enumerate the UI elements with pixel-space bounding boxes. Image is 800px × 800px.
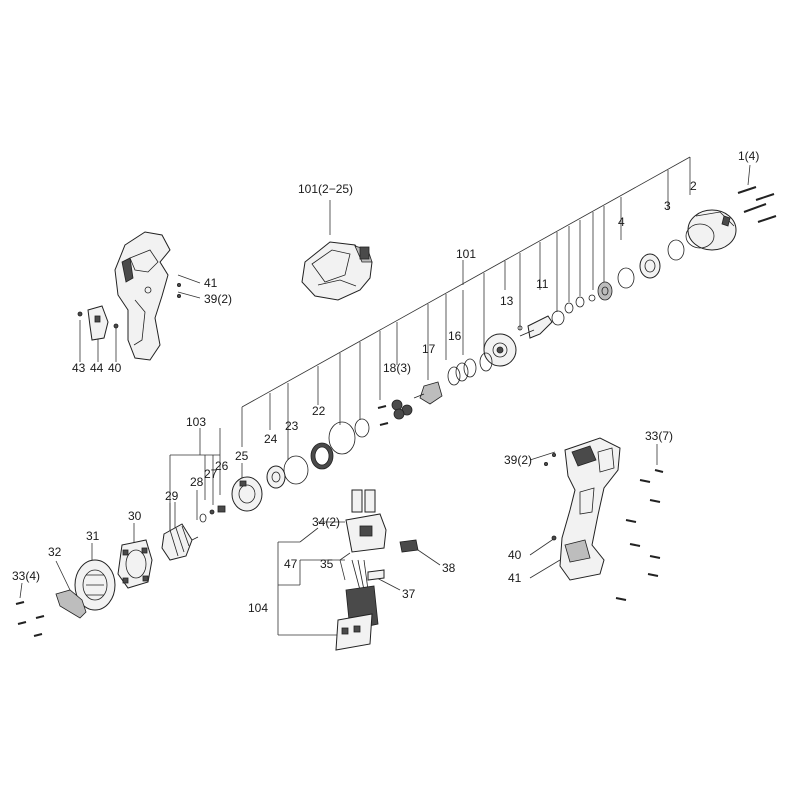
rotor-drawing <box>161 523 199 561</box>
label-40-top: 40 <box>108 361 122 375</box>
label-39-top: 39(2) <box>204 292 232 306</box>
label-41-top: 41 <box>204 276 218 290</box>
label-32: 32 <box>48 545 62 559</box>
label-11: 11 <box>536 277 549 291</box>
switch-lever-drawing <box>77 305 119 341</box>
label-1: 1(4) <box>738 149 759 163</box>
spindle-drawing <box>519 315 553 339</box>
label-39-bottom: 39(2) <box>504 453 532 467</box>
label-43: 43 <box>72 361 86 375</box>
cap-32-drawing <box>55 589 87 619</box>
label-2: 2 <box>690 179 697 193</box>
label-34: 34(2) <box>312 515 340 529</box>
label-37: 37 <box>402 587 416 601</box>
label-44: 44 <box>90 361 104 375</box>
switch-assembly-drawing <box>335 489 419 651</box>
label-30: 30 <box>128 509 142 523</box>
planet-gears-drawing <box>391 399 413 420</box>
label-33-left: 33(4) <box>12 569 40 583</box>
rear-cover-drawing <box>74 559 116 611</box>
label-101-assembly: 101(2−25) <box>298 182 353 196</box>
hammer-drawing <box>483 333 517 367</box>
label-25: 25 <box>235 449 249 463</box>
bushing-4-drawing <box>639 253 661 279</box>
gear-case-assembly-drawing <box>301 241 373 301</box>
label-26: 26 <box>215 459 229 473</box>
label-104: 104 <box>248 601 268 615</box>
ring-gear-drawing <box>310 442 334 470</box>
stator-drawing <box>117 539 153 589</box>
label-35: 35 <box>320 557 334 571</box>
label-38: 38 <box>442 561 456 575</box>
anvil-gear-drawing <box>597 281 613 301</box>
part-labels: 1(4) 2 3 4 11 13 101 16 17 18(3) 22 23 2… <box>12 149 759 615</box>
label-101-top: 101 <box>456 247 476 261</box>
screws-33b-drawing <box>615 469 664 601</box>
screws-1-drawing <box>737 186 777 223</box>
label-4: 4 <box>618 215 625 229</box>
label-17: 17 <box>422 342 436 356</box>
label-27: 27 <box>204 467 218 481</box>
nose-cap-drawing <box>685 209 737 251</box>
label-29: 29 <box>165 489 179 503</box>
bearing-24-drawing <box>266 465 286 489</box>
label-103: 103 <box>186 415 206 429</box>
leader-lines <box>19 156 751 636</box>
label-33-right: 33(7) <box>645 429 673 443</box>
planet-carrier-drawing <box>413 381 443 405</box>
label-24: 24 <box>264 432 278 446</box>
label-40-bottom: 40 <box>508 548 522 562</box>
label-16: 16 <box>448 329 462 343</box>
label-22: 22 <box>312 404 326 418</box>
label-28: 28 <box>190 475 204 489</box>
part-drawings <box>15 186 777 651</box>
label-13: 13 <box>500 294 514 308</box>
label-31: 31 <box>86 529 100 543</box>
spring-drawing <box>447 352 493 386</box>
housing-half-right-drawing <box>544 437 621 581</box>
label-23: 23 <box>285 419 299 433</box>
screws-33a-drawing <box>15 601 45 637</box>
gear-plate-drawing <box>231 476 263 512</box>
label-18: 18(3) <box>383 361 411 375</box>
label-47: 47 <box>284 557 298 571</box>
label-41-bottom: 41 <box>508 571 522 585</box>
label-3: 3 <box>664 199 671 213</box>
housing-half-left-drawing <box>114 231 171 361</box>
